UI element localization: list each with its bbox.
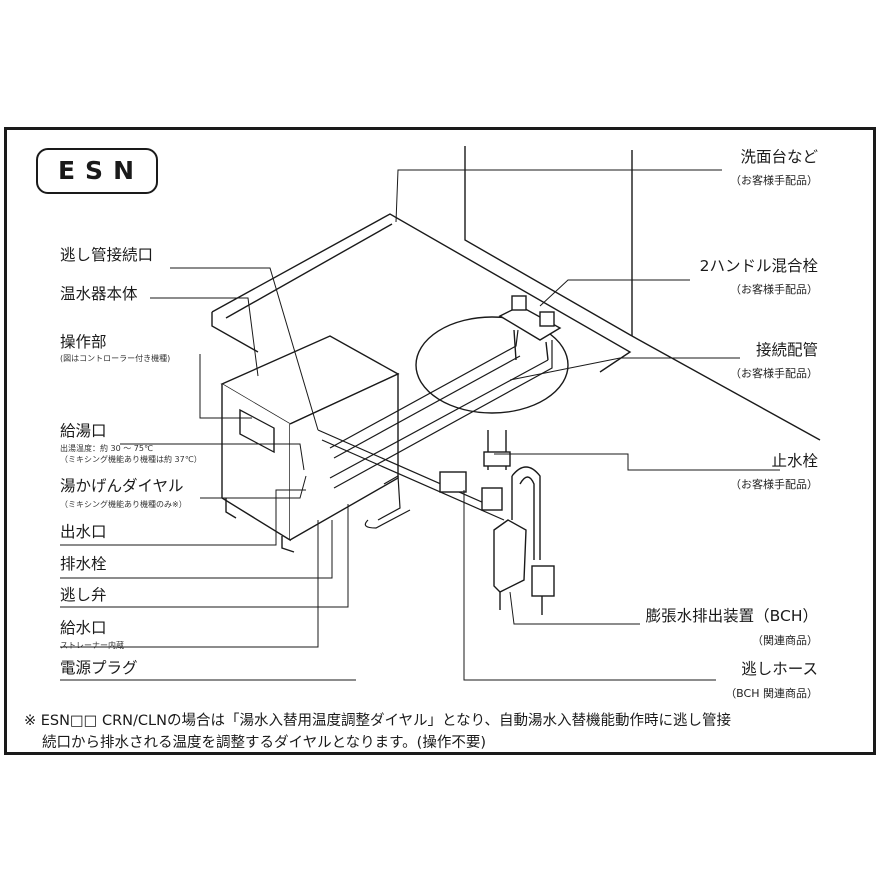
- sublabel-temperature-dial: （ミキシング機能あり機種のみ※）: [60, 500, 187, 509]
- basin-oval: [415, 316, 569, 414]
- label-drain-plug: 排水栓: [60, 555, 107, 573]
- label-relief-hose: 逃しホース: [741, 660, 818, 678]
- sublabel-relief-hose: （BCH 関連商品）: [725, 687, 818, 700]
- footnote-line-1: ※ ESN□□ CRN/CLNの場合は「湯水入替用温度調整ダイヤル」となり、自動…: [24, 713, 732, 729]
- label-washbasin: 洗面台など: [740, 148, 818, 166]
- sublabel-water-inlet: ストレーナー内蔵: [60, 641, 124, 650]
- sublabel-mixing-temperature: （ミキシング機能あり機種は約 37℃）: [60, 455, 202, 464]
- floor-line: [631, 335, 821, 441]
- label-connection-pipes: 接続配管: [755, 341, 818, 359]
- sublabel-bch-device: （関連商品）: [752, 634, 818, 647]
- drain-trap: [511, 466, 555, 615]
- label-water-outlet: 出水口: [60, 523, 107, 541]
- label-relief-pipe-port: 逃し管接続口: [60, 246, 154, 264]
- footnote-line-2: 続口から排水される温度を調整するダイヤルとなります。(操作不要): [42, 735, 486, 751]
- counter-top: [211, 213, 632, 373]
- label-water-inlet: 給水口: [60, 619, 107, 637]
- water-heater-body: [220, 335, 400, 553]
- bch-device: [493, 519, 527, 610]
- label-bch-device: 膨張水排出装置（BCH）: [645, 607, 818, 625]
- diagram-frame: [4, 127, 876, 755]
- shutoff-valve: [481, 430, 511, 511]
- counter-edge: [211, 312, 259, 353]
- model-badge: ESN: [36, 148, 158, 194]
- leader-lines: [60, 169, 780, 681]
- sublabel-control-panel: (図はコントローラー付き機種): [60, 354, 171, 363]
- mixing-faucet: [498, 295, 562, 361]
- wall-line: [464, 146, 633, 337]
- sublabel-mixing-faucet: （お客様手配品）: [730, 283, 818, 296]
- label-control-panel: 操作部: [60, 333, 107, 351]
- sublabel-outlet-temperature: 出湯温度：約 30 ～ 75℃: [60, 444, 153, 453]
- sublabel-connection-pipes: （お客様手配品）: [730, 367, 818, 380]
- label-relief-valve: 逃し弁: [60, 586, 107, 604]
- wall-box: [439, 471, 467, 493]
- counter-inner: [225, 223, 393, 319]
- label-hot-water-outlet: 給湯口: [60, 422, 107, 440]
- sublabel-shutoff-valve: （お客様手配品）: [730, 478, 818, 491]
- label-heater-body: 温水器本体: [60, 285, 138, 303]
- label-power-plug: 電源プラグ: [60, 659, 138, 677]
- label-mixing-faucet: 2ハンドル混合栓: [699, 257, 818, 275]
- sublabel-washbasin: （お客様手配品）: [730, 174, 818, 187]
- footnote: ※ ESN□□ CRN/CLNの場合は「湯水入替用温度調整ダイヤル」となり、自動…: [24, 710, 864, 754]
- label-temperature-dial: 湯かげんダイヤル: [60, 477, 184, 495]
- label-shutoff-valve: 止水栓: [771, 452, 818, 470]
